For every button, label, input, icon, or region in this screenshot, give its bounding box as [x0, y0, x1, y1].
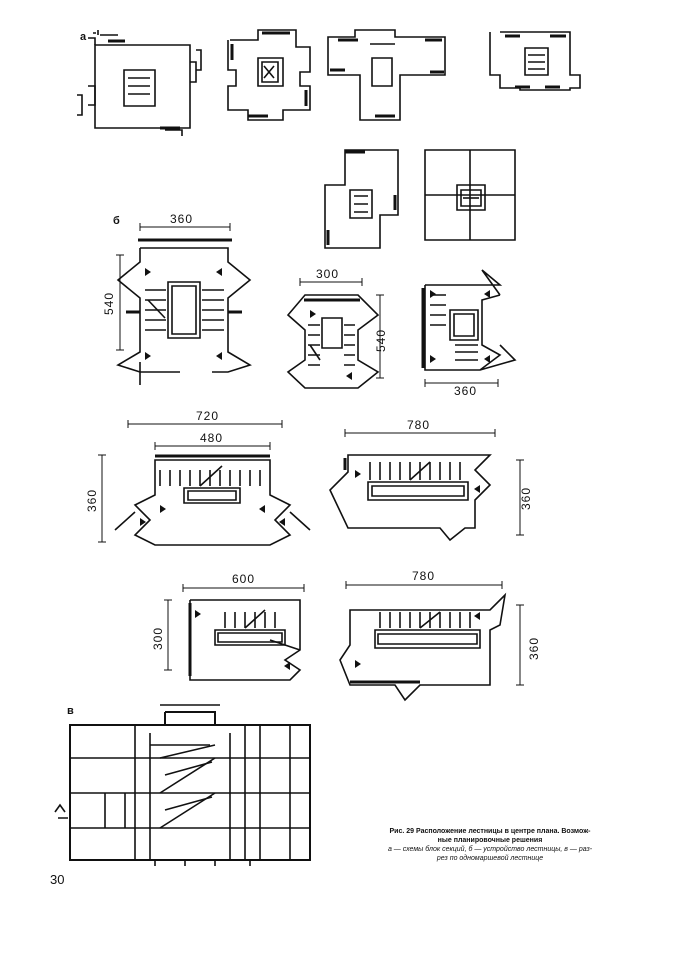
scheme-a5: [324, 149, 399, 249]
scheme-a3: [327, 29, 446, 121]
section-label-v: в: [67, 705, 74, 717]
figure-caption: Рис. 29 Расположение лестницы в центре п…: [340, 827, 640, 863]
stair-plan-b4: [114, 454, 311, 546]
dim-b1-width: 360: [170, 212, 193, 226]
dim-b6-width: 600: [232, 572, 255, 586]
caption-line-3: а — схемы блок секций, б — устройство ле…: [387, 846, 593, 853]
scheme-a6: [424, 149, 516, 241]
stair-plan-b7: [339, 592, 507, 702]
dim-b4-outer: 720: [196, 409, 219, 423]
section-label-a: а: [80, 31, 87, 43]
stair-plan-b3: [421, 269, 517, 371]
dim-b7-height: 360: [527, 637, 541, 660]
dim-b1-height: 540: [102, 292, 116, 315]
dim-b5-width: 780: [407, 418, 430, 432]
caption-line-1: Рис. 29 Расположение лестницы в центре п…: [389, 828, 591, 835]
stair-plan-b1: [116, 238, 252, 385]
dim-b3-width: 360: [454, 384, 477, 398]
scheme-a2: [227, 29, 311, 121]
section-label-b: б: [113, 215, 120, 227]
building-section-v: [54, 704, 311, 866]
stair-plan-b6: [188, 599, 302, 681]
dim-b2-height: 540: [374, 329, 388, 352]
stair-plan-b2: [286, 294, 380, 389]
dim-b5-height: 360: [519, 487, 533, 510]
scheme-a4: [489, 31, 581, 91]
caption-line-4: рез по одномаршевой лестнице: [436, 855, 544, 862]
page-number: 30: [50, 872, 65, 887]
dim-b4-height: 360: [85, 489, 99, 512]
caption-line-2: ные планировочные решения: [437, 837, 543, 844]
direction-arrows: [140, 268, 490, 670]
dim-b2-width: 300: [316, 267, 339, 281]
dimension-lines: [98, 223, 524, 686]
dim-b6-height: 300: [151, 627, 165, 650]
scheme-a1: [77, 30, 202, 136]
dim-b7-width: 780: [412, 569, 435, 583]
stair-plan-b5: [329, 454, 492, 542]
dim-b4-inner: 480: [200, 431, 223, 445]
